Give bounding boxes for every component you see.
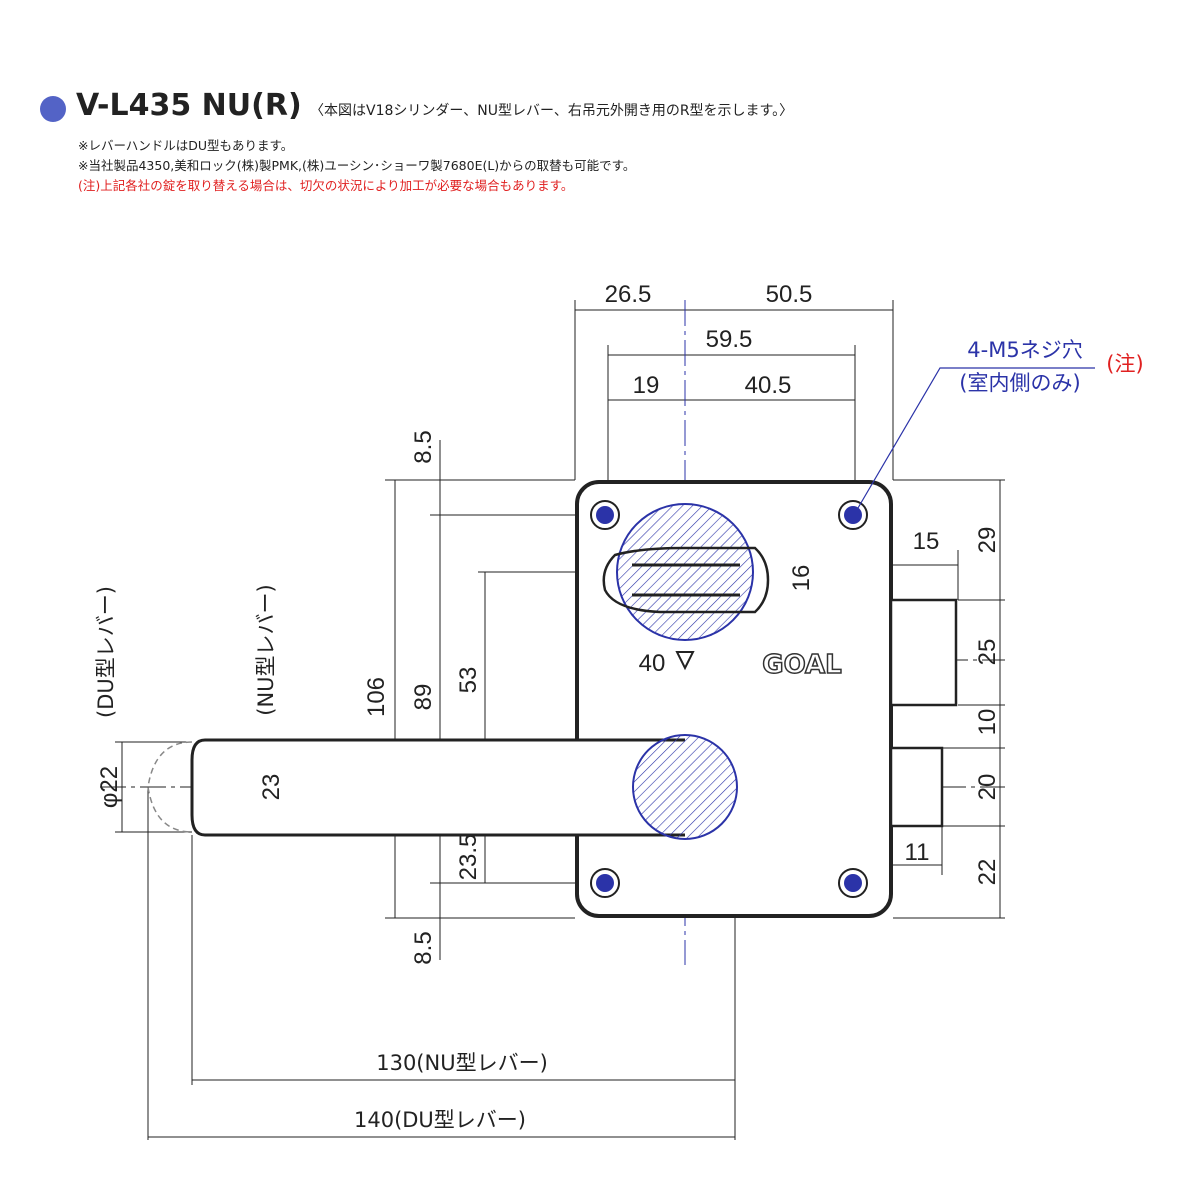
dim-16: 16 [788, 565, 815, 592]
triangle-mark-icon [675, 651, 695, 671]
callout-line2: (室内側のみ) [959, 371, 1080, 395]
dim-15: 15 [913, 528, 940, 555]
lever-spindle [632, 734, 738, 840]
callout-line1: 4-M5ネジ穴 [967, 338, 1082, 362]
caution-note: (注)上記各社の錠を取り替える場合は、切欠の状況により加工が必要な場合もあります… [78, 178, 574, 193]
dim-130-nu: 130(NU型レバー) [376, 1051, 548, 1075]
model-title: V-L435 NU(R) [76, 88, 302, 123]
dim-22: 22 [974, 859, 1001, 886]
dim-25: 25 [974, 639, 1001, 666]
dim-10: 10 [974, 709, 1001, 736]
label-nu-lever: (NU型レバー) [254, 584, 278, 715]
bullet-dot-icon [40, 96, 66, 122]
dim-11: 11 [905, 839, 930, 866]
dim-53: 53 [455, 667, 482, 694]
dim-59-5: 59.5 [706, 326, 753, 353]
screw-icon [838, 868, 868, 898]
dim-23-5: 23.5 [455, 834, 482, 881]
nu-lever [190, 738, 685, 837]
label-du-lever: (DU型レバー) [94, 586, 118, 718]
screw-icons [590, 500, 868, 898]
model-description: 〈本図はV18シリンダー、NU型レバー、右吊元外開き用のR型を示します。〉 [310, 103, 794, 119]
latch-bolt [889, 598, 958, 707]
dim-8-5-bottom: 8.5 [410, 931, 437, 964]
dim-8-5-top: 8.5 [410, 430, 437, 463]
dim-50-5: 50.5 [766, 281, 813, 308]
dim-26-5: 26.5 [605, 281, 652, 308]
callout-note: (注) [1106, 352, 1143, 376]
dim-89: 89 [410, 684, 437, 711]
dim-29: 29 [974, 527, 1001, 554]
dim-23: 23 [258, 774, 285, 801]
dim-19: 19 [633, 372, 660, 399]
notes: ※レバーハンドルはDU型もあります。 ※当社製品4350,美和ロック(株)製PM… [78, 136, 635, 196]
screw-icon [590, 500, 620, 530]
dim-40: 40 [639, 650, 666, 677]
goal-logo: GOAL [762, 650, 841, 680]
dim-phi22: φ22 [96, 766, 123, 808]
screw-icon [590, 868, 620, 898]
dim-20: 20 [974, 774, 1001, 801]
screw-icon [838, 500, 868, 530]
thumb-turn [602, 503, 770, 641]
note-2: ※当社製品4350,美和ロック(株)製PMK,(株)ユーシン･ショーワ製7680… [78, 158, 636, 173]
dim-40-5: 40.5 [745, 372, 792, 399]
dim-106: 106 [363, 677, 390, 717]
dead-bolt [889, 746, 944, 828]
note-1: ※レバーハンドルはDU型もあります。 [78, 138, 294, 153]
dim-140-du: 140(DU型レバー) [354, 1108, 526, 1132]
callout-leader [857, 367, 1095, 509]
